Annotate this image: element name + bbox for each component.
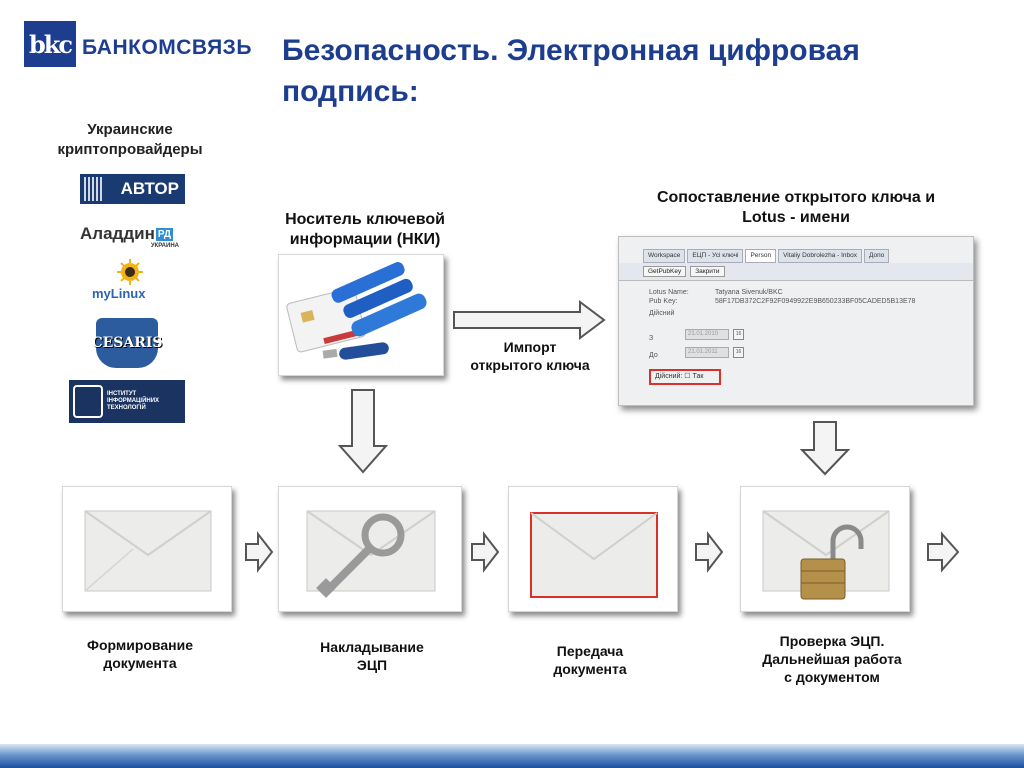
avtor-logo: АВТОР <box>80 174 185 204</box>
iit-mark-icon <box>73 385 103 418</box>
avtor-mark-icon <box>84 177 104 201</box>
aladdin-sub-text: УКРАИНА <box>150 243 179 249</box>
envelope-icon <box>84 510 212 592</box>
avtor-text: АВТОР <box>120 179 179 198</box>
tab-more[interactable]: Допо <box>864 249 890 263</box>
mapping-label-line-1: Сопоставление открытого ключа и <box>656 189 936 206</box>
providers-caption-line-1: Украинские <box>87 121 173 138</box>
lotus-action-bar: GetPubKey Закрити <box>619 263 973 281</box>
import-label-line-1: Импорт <box>503 339 557 355</box>
nki-label-line-1: Носитель ключевой <box>285 211 445 228</box>
providers-caption-line-2: криптопровайдеры <box>57 141 203 158</box>
step-3-line-2: документа <box>553 661 627 677</box>
transfer-frame <box>508 486 678 612</box>
signing-frame <box>278 486 462 612</box>
from-calendar-icon[interactable]: 16 <box>733 329 744 340</box>
valid-section-label: Дійсний <box>649 310 675 317</box>
tab-workspace[interactable]: Workspace <box>643 249 686 263</box>
title-line-2: подпись: <box>282 75 419 108</box>
flow-arrow-icon <box>470 531 500 577</box>
iit-text-line-3: ТЕХНОЛОГІЙ <box>107 405 146 411</box>
aladdin-rd-badge: РД <box>155 227 174 241</box>
iit-logo: ІНСТИТУТ ІНФОРМАЦІЙНИХ ТЕХНОЛОГІЙ <box>69 380 185 423</box>
envelope-with-padlock-icon <box>762 510 890 600</box>
nki-label-line-2: информации (НКИ) <box>289 231 441 248</box>
providers-caption: Украинские криптопровайдеры <box>40 120 220 160</box>
sun-icon <box>117 259 143 285</box>
step-label-verify: Проверка ЭЦП. Дальнейшая работа с докуме… <box>722 632 942 686</box>
step-4-line-2: Дальнейшая работа <box>762 651 902 667</box>
lotus-name-value: Tatyana Sivenuk/BKC <box>715 289 783 296</box>
bank-logo-text: БАНКОМСВЯЗЬ <box>82 36 252 59</box>
mylinux-text: myLinux <box>92 286 146 301</box>
step-label-sign: Накладывание ЭЦП <box>282 638 462 674</box>
tab-ecp-keys[interactable]: ЕЦП - Усі ключі <box>687 249 744 263</box>
pubkey-value: 58F17DB372C2F92F0949922E9B650233BF05CADE… <box>715 298 916 305</box>
step-1-line-2: документа <box>103 655 177 671</box>
envelope-frame <box>62 486 232 612</box>
valid-checkbox-highlight[interactable]: Дійсний: ☐ Так <box>649 369 721 385</box>
iit-text-line-1: ІНСТИТУТ <box>107 391 137 397</box>
nki-label: Носитель ключевой информации (НКИ) <box>255 210 475 250</box>
step-4-line-1: Проверка ЭЦП. <box>779 633 885 649</box>
flow-arrow-icon <box>244 531 274 577</box>
key-media-image <box>278 254 444 376</box>
step-label-transfer: Передача документа <box>500 642 680 678</box>
mylinux-logo: myLinux <box>88 258 158 304</box>
aladdin-text: Аладдин <box>80 224 155 243</box>
cesaris-logo: CESARIS <box>91 318 163 368</box>
step-2-line-1: Накладывание <box>320 639 424 655</box>
pubkey-label: Pub Key: <box>649 298 678 305</box>
tab-person[interactable]: Person <box>745 249 777 263</box>
import-label-line-2: открытого ключа <box>470 357 590 373</box>
envelope-icon <box>530 512 658 598</box>
down-arrow-icon <box>799 420 851 481</box>
iit-text-line-2: ІНФОРМАЦІЙНИХ <box>107 398 160 404</box>
lotus-name-label: Lotus Name: <box>649 289 689 296</box>
flow-arrow-icon <box>694 531 724 577</box>
iit-text: ІНСТИТУТ ІНФОРМАЦІЙНИХ ТЕХНОЛОГІЙ <box>107 391 159 412</box>
to-label: До <box>649 352 658 359</box>
import-label: Импорт открытого ключа <box>450 338 610 374</box>
envelope-with-key-icon <box>306 510 436 598</box>
aladdin-logo: Аладдин РД УКРАИНА <box>80 222 185 249</box>
mapping-label-line-2: Lotus - имени <box>742 209 850 226</box>
close-button[interactable]: Закрити <box>690 266 725 277</box>
tab-inbox[interactable]: Vitaliy Dobrolezha - Inbox <box>778 249 863 263</box>
cesaris-text: CESARIS <box>91 335 163 351</box>
getpubkey-button[interactable]: GetPubKey <box>643 266 687 277</box>
lotus-screenshot: Workspace ЕЦП - Усі ключі Person Vitaliy… <box>618 236 974 406</box>
from-date-field[interactable]: 21.01.2010 <box>685 329 729 340</box>
to-date-field[interactable]: 21.01.2011 <box>685 347 729 358</box>
usb-tokens-icon <box>286 262 427 360</box>
step-2-line-2: ЭЦП <box>356 657 388 673</box>
step-3-line-1: Передача <box>556 643 624 659</box>
lotus-tabs: Workspace ЕЦП - Усі ключі Person Vitaliy… <box>619 237 973 263</box>
verify-frame <box>740 486 910 612</box>
flow-arrow-icon <box>926 531 960 577</box>
to-calendar-icon[interactable]: 16 <box>733 347 744 358</box>
footer-band <box>0 744 1024 768</box>
down-arrow-icon <box>337 388 389 479</box>
step-label-create: Формирование документа <box>50 636 230 672</box>
import-arrow-icon <box>452 300 608 345</box>
slide-title: Безопасность. Электронная цифровая подпи… <box>282 30 982 112</box>
bank-logo-mark: bkc <box>24 21 76 67</box>
title-line-1: Безопасность. Электронная цифровая <box>282 34 860 67</box>
mapping-label: Сопоставление открытого ключа и Lotus - … <box>610 188 982 228</box>
from-label: З <box>649 335 654 342</box>
step-4-line-3: с документом <box>784 669 880 685</box>
step-1-line-1: Формирование <box>87 637 193 653</box>
